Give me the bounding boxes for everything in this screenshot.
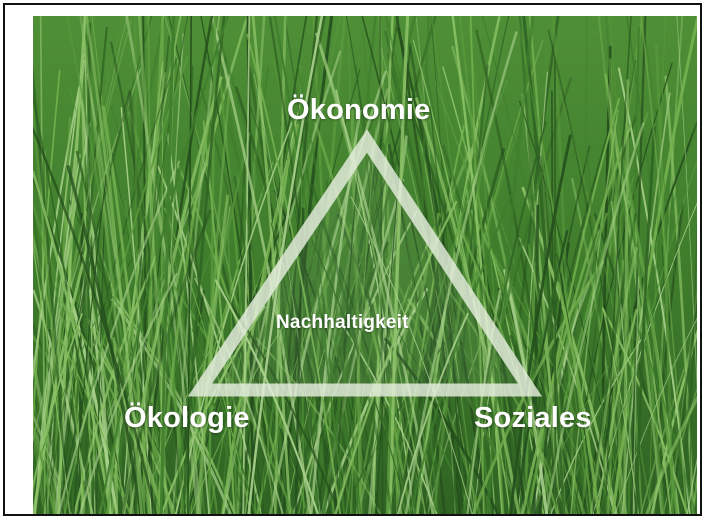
label-social: Soziales: [474, 404, 592, 433]
grass-texture: [33, 16, 697, 514]
label-economy: Ökonomie: [287, 96, 430, 125]
grass-background-photo: [33, 16, 697, 514]
label-sustainability: Nachhaltigkeit: [276, 313, 409, 332]
label-ecology: Ökologie: [124, 404, 250, 433]
